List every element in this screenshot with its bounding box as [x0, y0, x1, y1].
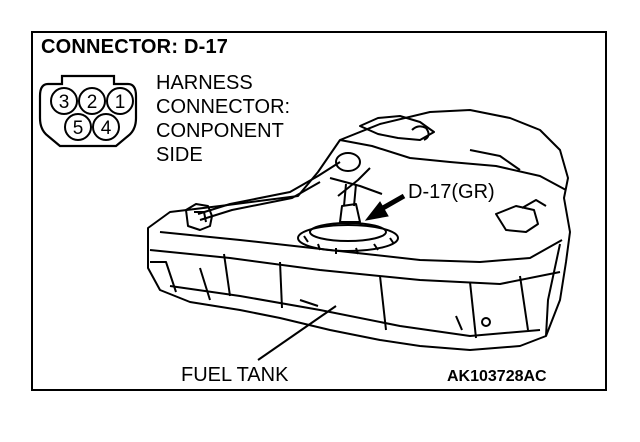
- pin-4: 4: [101, 118, 112, 139]
- tank-body: [147, 109, 571, 351]
- figure-code: AK103728AC: [447, 368, 547, 385]
- harness-connector-line-1: HARNESS: [156, 72, 253, 94]
- connector-callout-label: D-17(GR): [408, 181, 495, 203]
- harness-connector-line-3: CONPONENT: [156, 120, 284, 142]
- connector-symbol: [38, 74, 138, 148]
- diagram-title: CONNECTOR: D-17: [41, 36, 229, 58]
- pin-3: 3: [59, 92, 70, 113]
- fuel-tank-label: FUEL TANK: [181, 364, 289, 386]
- fuel-tank-leader: [257, 305, 337, 361]
- harness-connector-line-2: CONNECTOR:: [156, 96, 291, 118]
- pin-5: 5: [73, 118, 84, 139]
- connector-arrow: [364, 193, 406, 221]
- pin-1: 1: [115, 92, 126, 113]
- harness-connector-line-4: SIDE: [156, 144, 203, 166]
- pin-2: 2: [87, 92, 98, 113]
- diagram-frame: [31, 31, 607, 391]
